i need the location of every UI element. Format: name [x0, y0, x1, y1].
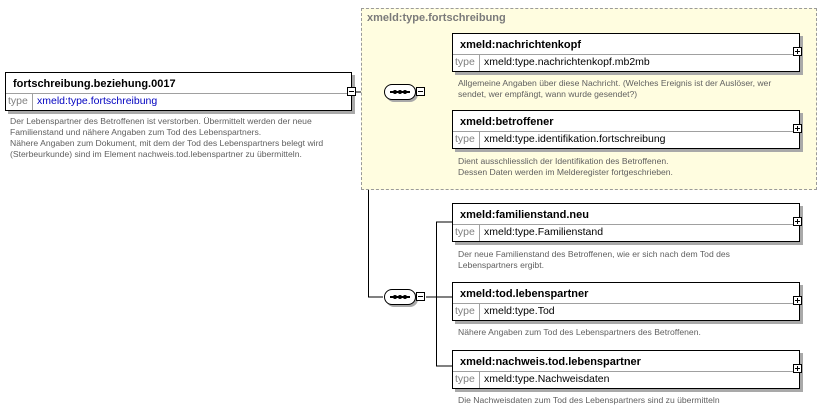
element-type-value: xmeld:type.Familienstand [484, 226, 604, 238]
element-name: xmeld:tod.lebenspartner [460, 288, 589, 300]
expand-icon[interactable] [793, 364, 802, 373]
expand-icon[interactable] [793, 296, 802, 305]
sequence-compositor-icon [384, 84, 416, 100]
element-name: xmeld:familienstand.neu [460, 209, 589, 221]
type-label: type [453, 225, 480, 241]
element-documentation: Nähere Angaben zum Tod des Lebenspartner… [458, 327, 701, 337]
element-type-row: type xmeld:type.Nachweisdaten [453, 371, 799, 388]
expand-icon[interactable] [793, 217, 802, 226]
type-label: type [453, 55, 480, 71]
element-name: xmeld:nachweis.tod.lebenspartner [460, 356, 641, 368]
element-type-value: xmeld:type.Nachweisdaten [484, 373, 610, 385]
element-documentation: Der neue Familienstand des Betroffenen, … [458, 249, 730, 270]
type-label: type [453, 372, 480, 388]
sequence-compositor-icon [384, 289, 416, 305]
collapse-icon[interactable] [416, 87, 425, 96]
element-type-value: xmeld:type.identifikation.fortschreibung [484, 133, 666, 145]
element-type-row: type xmeld:type.Familienstand [453, 224, 799, 241]
element-type-value: xmeld:type.Tod [484, 305, 555, 317]
group-title: xmeld:type.fortschreibung [367, 12, 506, 24]
root-documentation: Der Lebenspartner des Betroffenen ist ve… [10, 116, 324, 159]
root-type-link[interactable]: xmeld:type.fortschreibung [37, 95, 158, 107]
element-familienstand-neu[interactable]: xmeld:familienstand.neu type xmeld:type.… [452, 203, 800, 242]
element-documentation: Allgemeine Angaben über diese Nachricht.… [458, 78, 772, 99]
element-documentation: Die Nachweisdaten zum Tod des Lebenspart… [458, 395, 720, 405]
collapse-icon[interactable] [416, 292, 425, 301]
collapse-icon[interactable] [347, 87, 356, 96]
element-documentation: Dient ausschliesslich der Identifikation… [458, 156, 673, 177]
element-type-row: type xmeld:type.Tod [453, 303, 799, 320]
expand-icon[interactable] [793, 124, 802, 133]
expand-icon[interactable] [793, 47, 802, 56]
element-nachweis-tod-lebenspartner[interactable]: xmeld:nachweis.tod.lebenspartner type xm… [452, 350, 800, 389]
type-label: type [6, 94, 33, 110]
element-name: xmeld:nachrichtenkopf [460, 39, 582, 51]
element-tod-lebenspartner[interactable]: xmeld:tod.lebenspartner type xmeld:type.… [452, 282, 800, 321]
element-type-row: type xmeld:type.identifikation.fortschre… [453, 131, 799, 148]
type-label: type [453, 304, 480, 320]
element-nachrichtenkopf[interactable]: xmeld:nachrichtenkopf type xmeld:type.na… [452, 33, 800, 72]
root-element-box[interactable]: fortschreibung.beziehung.0017 type xmeld… [5, 72, 352, 111]
type-label: type [453, 132, 480, 148]
element-type-value: xmeld:type.nachrichtenkopf.mb2mb [484, 56, 650, 68]
root-type-row: type xmeld:type.fortschreibung [6, 93, 351, 110]
element-type-row: type xmeld:type.nachrichtenkopf.mb2mb [453, 54, 799, 71]
element-name: xmeld:betroffener [460, 116, 554, 128]
element-betroffener[interactable]: xmeld:betroffener type xmeld:type.identi… [452, 110, 800, 149]
root-element-name: fortschreibung.beziehung.0017 [13, 78, 176, 90]
